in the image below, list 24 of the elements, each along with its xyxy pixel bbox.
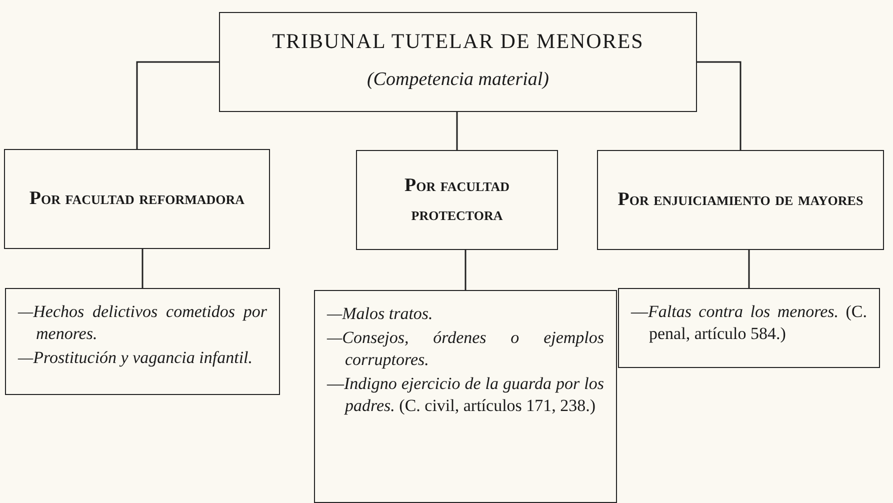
list-item: —Prostitución y vagancia infantil.: [18, 347, 254, 370]
list-item: —Hechos delictivos cometidos por menores.: [18, 301, 267, 346]
connector-line: [748, 250, 750, 288]
category-box: [314, 290, 617, 503]
list-item: —Faltas contra los menores. (C. penal, artículo 584.): [631, 301, 867, 346]
connector-line: [142, 249, 144, 288]
connector-line: [697, 61, 742, 150]
list-item: —Consejos, órdenes o ejemplos corruptores.: [327, 327, 604, 372]
connector-line: [136, 61, 219, 149]
list-item: —Indigno ejercicio de la guarda por los padres. (C. civil, artículos 171, 238.): [327, 373, 604, 418]
category-box: [4, 149, 270, 249]
category-box: [618, 288, 880, 368]
subheading: (Competencia material): [366, 69, 550, 91]
category-box: [356, 150, 558, 250]
connector-line: [464, 250, 466, 290]
category-label: Por facultad reformadora: [29, 187, 245, 212]
connector-line: [456, 112, 458, 150]
category-box: [219, 12, 697, 112]
category-label: Por enjuiciamiento de mayores: [618, 188, 864, 212]
category-box: [5, 288, 280, 395]
category-label: Por facultad protectora: [404, 174, 510, 227]
category-box: [597, 150, 884, 250]
list-item: —Malos tratos.: [327, 303, 434, 325]
diagram-heading: TRIBUNAL TUTELAR DE MENORES: [271, 29, 645, 54]
